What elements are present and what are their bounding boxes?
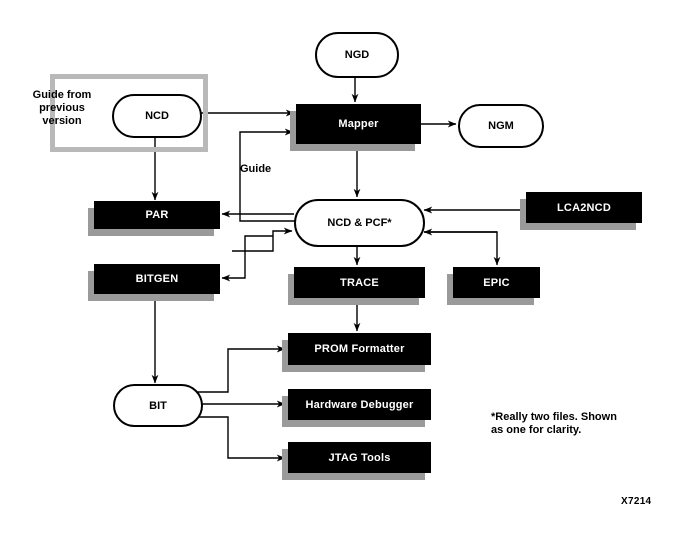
node-bitgen[interactable]: BITGEN — [94, 264, 220, 294]
edge-ncdpcf-to-epic — [424, 231, 501, 266]
edge-bit-to-prom — [197, 345, 286, 393]
node-par-label: PAR — [145, 209, 169, 221]
node-epic[interactable]: EPIC — [453, 267, 540, 298]
edge-bit-to-jtag — [197, 416, 286, 462]
node-ncd-pcf-label: NCD & PCF* — [327, 217, 392, 229]
guide-edge-label: Guide — [240, 163, 272, 175]
edge-ncdpcf-to-bitgen — [221, 235, 273, 282]
node-ncd[interactable]: NCD — [112, 94, 202, 138]
node-prom-formatter[interactable]: PROM Formatter — [288, 333, 431, 365]
guide-group-frame — [50, 74, 208, 152]
node-ncd-pcf[interactable]: NCD & PCF* — [294, 199, 425, 247]
node-trace-label: TRACE — [340, 276, 379, 289]
node-par[interactable]: PAR — [94, 201, 220, 229]
node-ngd[interactable]: NGD — [315, 32, 399, 78]
guide-group-label: Guide from previous version — [32, 89, 92, 127]
node-ncd-label: NCD — [145, 110, 169, 122]
node-prom-formatter-label: PROM Formatter — [314, 343, 405, 355]
node-lca2ncd[interactable]: LCA2NCD — [526, 192, 642, 223]
footnote: *Really two files. Shown as one for clar… — [491, 411, 617, 436]
edge-ncdpcf-to-mapper-guide — [239, 128, 295, 222]
node-lca2ncd-label: LCA2NCD — [557, 201, 611, 214]
node-hardware-debugger[interactable]: Hardware Debugger — [288, 389, 431, 420]
node-epic-label: EPIC — [483, 276, 510, 289]
node-bit[interactable]: BIT — [113, 384, 203, 427]
figure-id-label: X7214 — [621, 496, 652, 507]
node-jtag-tools[interactable]: JTAG Tools — [288, 442, 431, 473]
node-ngd-label: NGD — [344, 49, 370, 61]
node-ngm[interactable]: NGM — [458, 104, 544, 148]
node-trace[interactable]: TRACE — [294, 267, 425, 298]
node-mapper-label: Mapper — [338, 118, 379, 130]
node-hardware-debugger-label: Hardware Debugger — [305, 398, 414, 411]
node-bit-label: BIT — [149, 399, 167, 412]
node-bitgen-label: BITGEN — [135, 273, 179, 285]
node-jtag-tools-label: JTAG Tools — [328, 451, 391, 464]
node-mapper[interactable]: Mapper — [296, 104, 421, 144]
edge-par-to-ncdpcf — [232, 227, 293, 252]
node-ngm-label: NGM — [488, 120, 514, 132]
